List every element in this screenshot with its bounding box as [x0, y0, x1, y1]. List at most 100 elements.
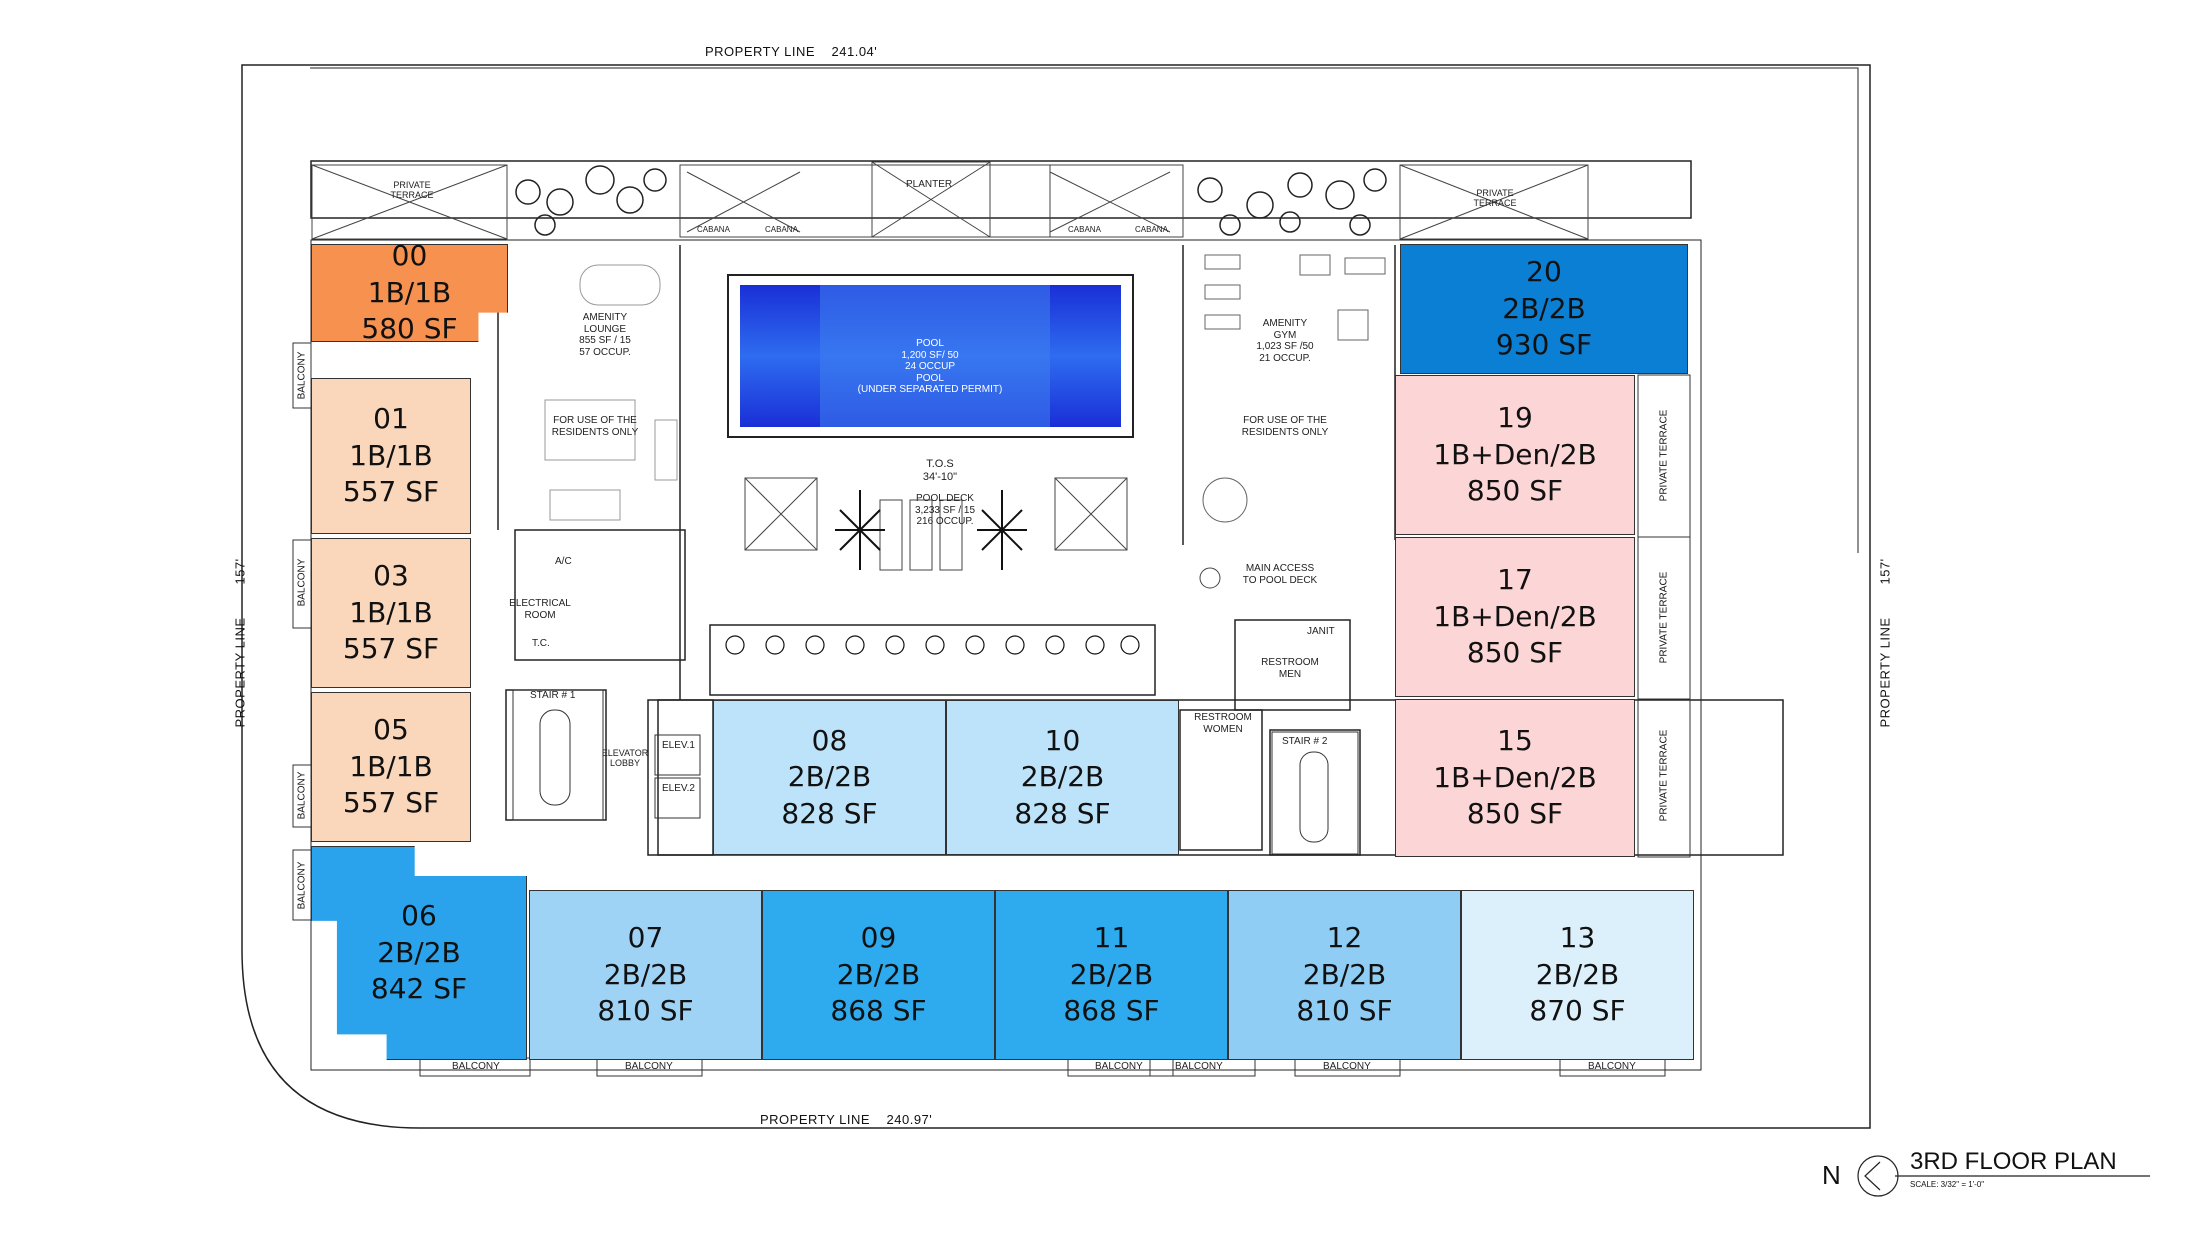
- unit-id: 10: [1044, 723, 1081, 757]
- balcony-label-6: BALCONY: [625, 1061, 673, 1072]
- unit-area: 930 SF: [1495, 328, 1593, 362]
- private-terrace-17: PRIVATE TERRACE: [1658, 571, 1670, 664]
- balcony-label-9: BALCONY: [1323, 1061, 1371, 1072]
- unit-area: 557 SF: [342, 475, 440, 509]
- elev2-label: ELEV.2: [662, 783, 695, 794]
- unit-id: 11: [1093, 921, 1130, 955]
- unit-type: 2B/2B: [1069, 957, 1154, 991]
- balcony-label-2: BALCONY: [296, 558, 308, 607]
- unit-type: 1B+Den/2B: [1433, 599, 1597, 633]
- property-line-bottom: PROPERTY LINE 240.97': [760, 1112, 933, 1127]
- unit-id: 19: [1497, 401, 1533, 435]
- unit-id: 13: [1559, 921, 1596, 955]
- unit-area: 850 SF: [1466, 636, 1564, 670]
- elev1-label: ELEV.1: [662, 740, 695, 751]
- pool-deck-furniture: [744, 477, 1221, 589]
- unit-area: 850 SF: [1466, 797, 1564, 831]
- palm-trees: [835, 490, 1027, 570]
- unit-id: 17: [1497, 563, 1533, 597]
- unit-area: 850 SF: [1466, 474, 1564, 508]
- unit-id: 01: [373, 402, 409, 436]
- unit-area: 557 SF: [342, 786, 440, 820]
- balcony-label-4: BALCONY: [296, 861, 308, 910]
- unit-id: 05: [373, 713, 409, 747]
- unit-area: 868 SF: [830, 994, 927, 1028]
- cabana-label-2: CABANA: [765, 225, 798, 234]
- planter-label: PLANTER: [906, 179, 953, 190]
- unit-type: 2B/2B: [1302, 957, 1387, 991]
- unit-type: 2B/2B: [1535, 957, 1620, 991]
- unit-type: 2B/2B: [603, 957, 688, 991]
- tc-label: T.C.: [532, 638, 550, 649]
- unit-area: 870 SF: [1529, 994, 1626, 1028]
- unit-area: 868 SF: [1063, 994, 1160, 1028]
- stair2-label: STAIR # 2: [1282, 736, 1328, 747]
- balcony-label-10: BALCONY: [1588, 1061, 1636, 1072]
- top-strip: [311, 161, 1589, 240]
- unit-id: 12: [1326, 921, 1363, 955]
- property-line-top: PROPERTY LINE 241.04': [705, 44, 878, 59]
- unit-id: 06: [401, 899, 437, 933]
- unit-area: 810 SF: [597, 994, 694, 1028]
- lounge-furniture: [544, 264, 678, 521]
- unit-id: 07: [627, 921, 664, 955]
- balcony-label-1: BALCONY: [296, 351, 308, 400]
- unit-type: 2B/2B: [787, 760, 872, 794]
- unit-id: 15: [1497, 724, 1533, 758]
- unit-type: 2B/2B: [1502, 291, 1586, 325]
- plan-scale: SCALE: 3/32" = 1'-0": [1910, 1180, 1985, 1189]
- property-outline: [241, 64, 1871, 1129]
- balcony-label-5: BALCONY: [452, 1061, 500, 1072]
- pool: [727, 274, 1134, 438]
- private-terrace-15: PRIVATE TERRACE: [1658, 729, 1670, 822]
- property-line-right: PROPERTY LINE 157': [1877, 558, 1893, 728]
- unit-type: 2B/2B: [1020, 760, 1105, 794]
- unit-type: 2B/2B: [836, 957, 921, 991]
- private-terrace-19: PRIVATE TERRACE: [1658, 409, 1670, 502]
- north-indicator: N: [1822, 1160, 1841, 1190]
- elevators: [654, 734, 701, 819]
- unit-id: 09: [860, 921, 897, 955]
- planter-row-plants: [725, 635, 1140, 655]
- cabana-label-3: CABANA: [1068, 225, 1101, 234]
- unit-type: 2B/2B: [377, 935, 461, 969]
- gym-equipment: [1202, 254, 1386, 523]
- title-block-lines: [1857, 1155, 2150, 1197]
- unit-area: 828 SF: [781, 796, 878, 830]
- unit-type: 1B/1B: [349, 595, 433, 629]
- property-line-left: PROPERTY LINE 157': [232, 558, 248, 728]
- unit-area: 557 SF: [342, 632, 440, 666]
- unit-type: 1B/1B: [367, 275, 452, 309]
- stairs: [512, 689, 1359, 855]
- balcony-label-7: BALCONY: [1095, 1061, 1143, 1072]
- unit-area: 810 SF: [1296, 994, 1393, 1028]
- unit-type: 1B/1B: [349, 749, 433, 783]
- balcony-label-3: BALCONY: [296, 771, 308, 820]
- unit-id: 03: [373, 559, 409, 593]
- janit-label: JANIT: [1307, 626, 1335, 637]
